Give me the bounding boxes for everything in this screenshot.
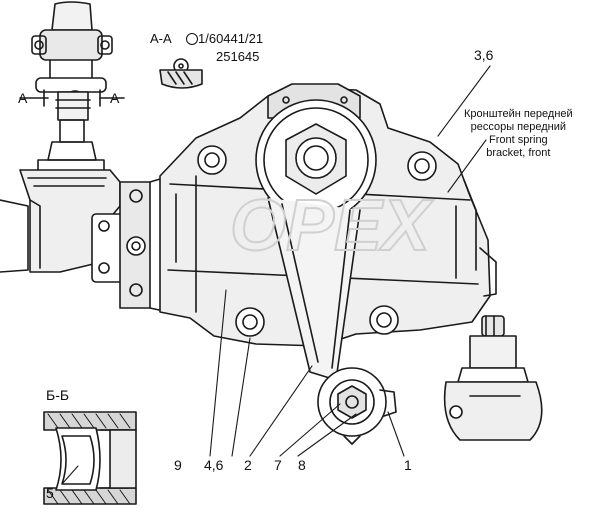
leader-5 <box>61 465 79 485</box>
callout-3-6: 3,6 <box>474 47 494 63</box>
leader-9 <box>209 289 227 457</box>
annotation-en-line1: Front spring <box>488 134 548 146</box>
section-bb-view <box>43 411 137 505</box>
section-mark-right: А <box>110 90 120 106</box>
universal-joint-shaft <box>19 1 125 175</box>
circle-icon <box>186 33 198 45</box>
annotation-ru-line2: рессоры передний <box>470 121 567 133</box>
leader-8 <box>297 413 357 457</box>
input-housing <box>0 169 197 319</box>
callout-5: 5 <box>46 485 54 501</box>
section-aa-view <box>159 58 203 89</box>
section-bb-title: Б-Б <box>46 387 70 403</box>
watermark: OPEX <box>230 186 434 266</box>
annotation-en-line2: bracket, front <box>486 147 551 159</box>
callout-2: 2 <box>244 457 252 473</box>
tie-rod-end <box>443 315 543 441</box>
callout-9: 9 <box>174 457 182 473</box>
bracket-annotation: Кронштейн передней рессоры передний Fron… <box>464 108 573 160</box>
pitman-arm <box>255 99 397 445</box>
annotation-ru-line1: Кронштейн передней <box>464 108 573 120</box>
leader-4-6 <box>231 337 251 457</box>
leader-7 <box>279 403 341 457</box>
leader-1 <box>387 411 405 457</box>
callout-4-6: 4,6 <box>204 457 224 473</box>
callout-7: 7 <box>274 457 282 473</box>
section-aa-part-2: 251645 <box>216 49 260 64</box>
leader-lines <box>61 65 491 485</box>
section-mark-left: А <box>18 90 28 106</box>
leader-2 <box>249 365 313 457</box>
leader-3-6 <box>437 65 491 137</box>
callout-8: 8 <box>298 457 306 473</box>
section-aa-part-1: 1/60441/21 <box>198 31 264 46</box>
callout-1: 1 <box>404 457 412 473</box>
leader-bracket <box>447 139 487 193</box>
section-aa-title: А-А <box>150 31 172 46</box>
